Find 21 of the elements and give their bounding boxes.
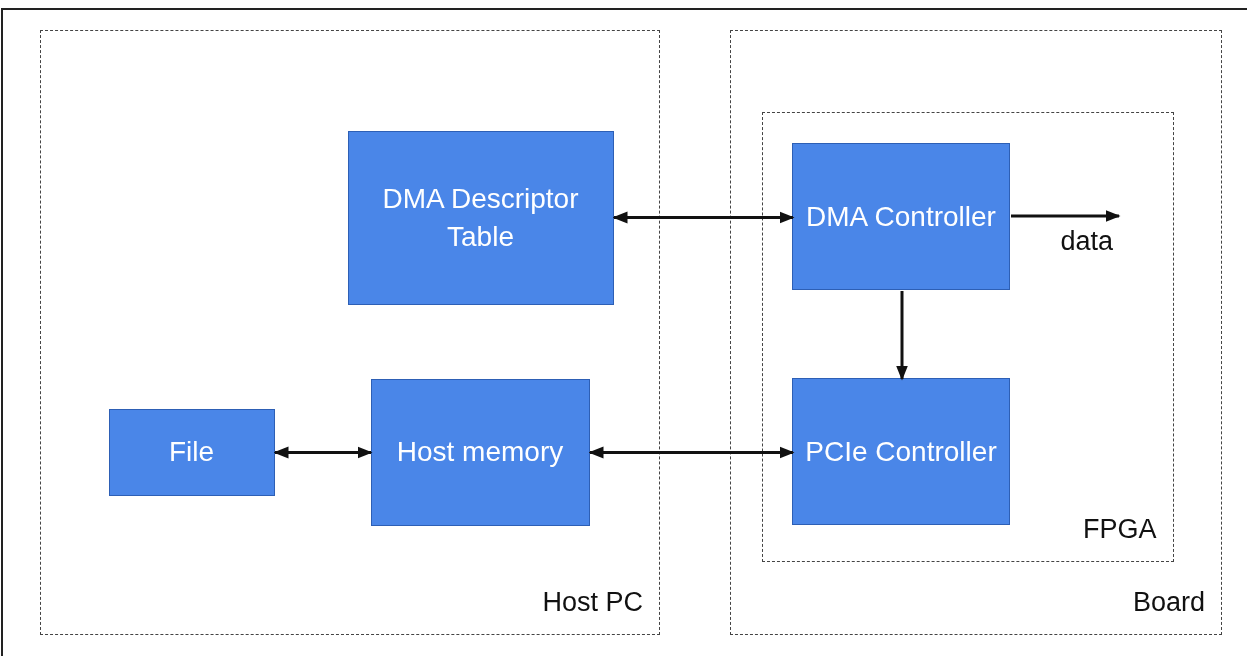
box-label: PCIe Controller <box>804 434 998 469</box>
group-label: Host PC <box>542 587 643 618</box>
process-box <box>108 408 275 496</box>
process-box <box>792 143 1010 290</box>
box-label: DMA Controller <box>805 199 997 234</box>
box-label: DMA Descriptor Table <box>381 181 580 254</box>
arrow <box>1011 210 1121 222</box>
process-box <box>347 130 614 305</box>
arrow <box>612 211 795 224</box>
dashed-group-boundary <box>730 30 1222 635</box>
group-label: FPGA <box>1083 513 1157 545</box>
arrow <box>273 446 373 459</box>
arrow <box>588 446 795 459</box>
arrow <box>896 291 908 381</box>
group-label: Board <box>1132 587 1205 618</box>
box-label: Host memory <box>395 435 565 469</box>
box-label: File <box>167 435 216 469</box>
process-box <box>370 378 590 526</box>
process-box <box>792 378 1010 525</box>
dashed-group-boundary <box>761 111 1174 562</box>
dashed-group-boundary <box>40 30 660 635</box>
